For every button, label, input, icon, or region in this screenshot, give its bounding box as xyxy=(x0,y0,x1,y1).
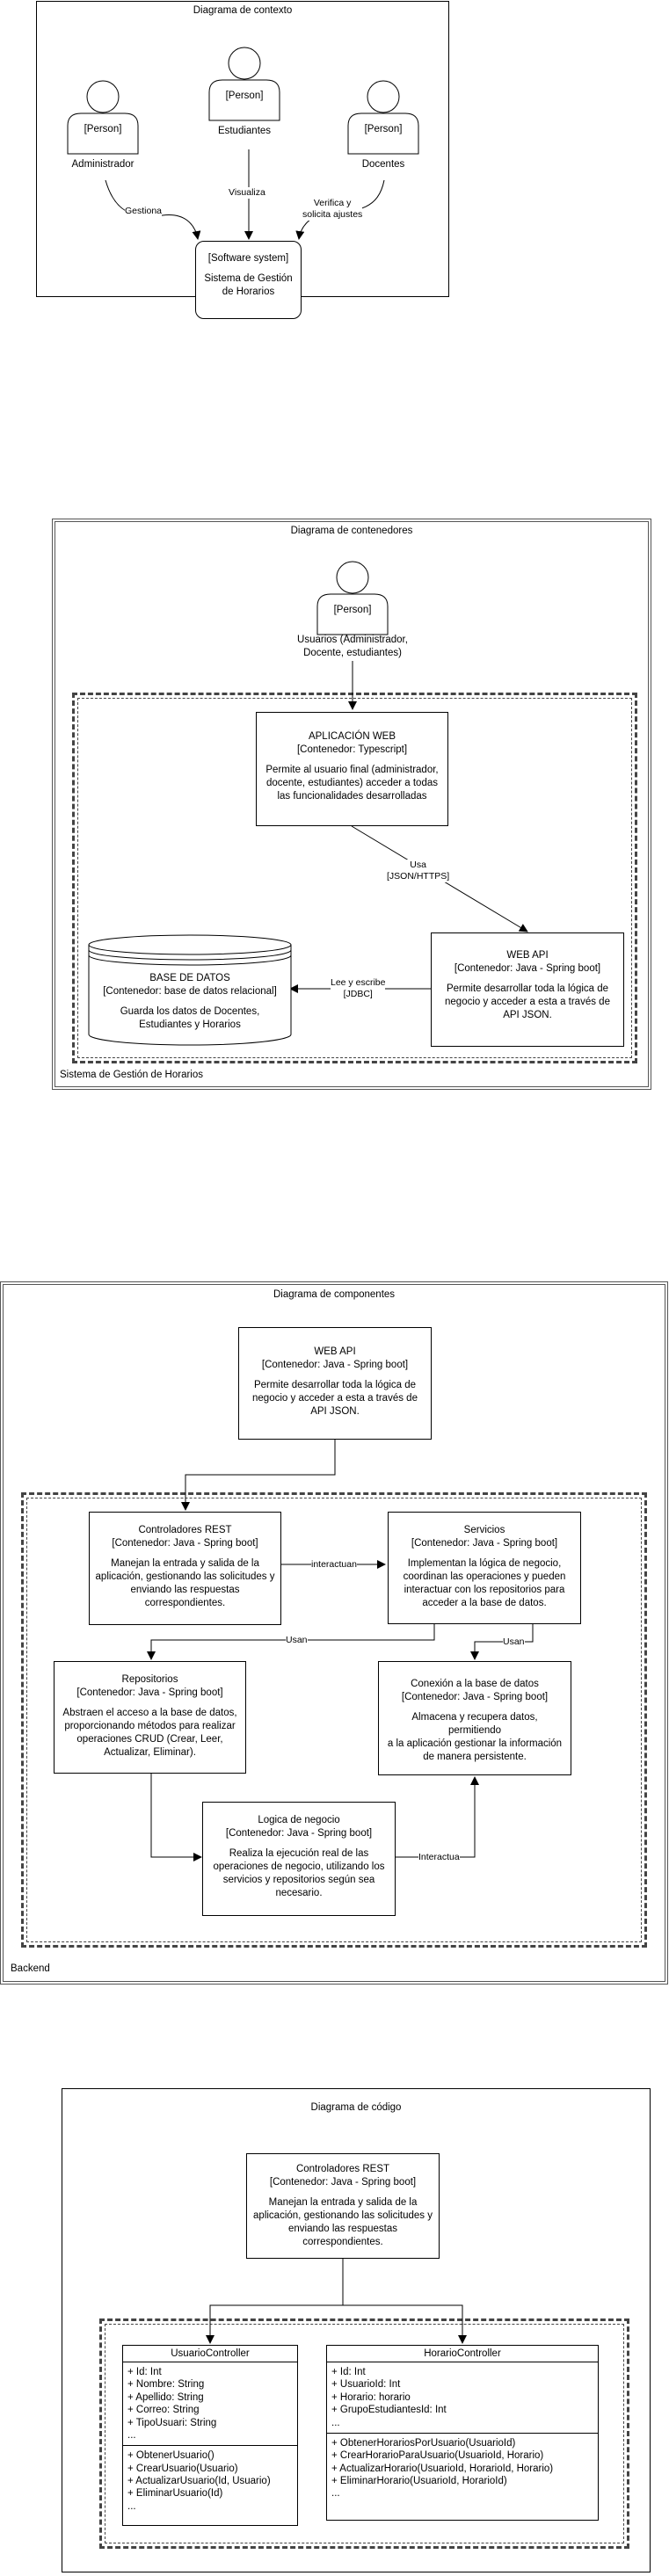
comp-business-logic-box: Logica de negocio [Contenedor: Java - Sp… xyxy=(202,1802,396,1916)
comp-rest-controllers-box: Controladores REST [Contenedor: Java - S… xyxy=(89,1512,281,1625)
software-system-box: [Software system] Sistema de Gestión de … xyxy=(195,241,302,319)
component-diagram-title: Diagrama de componentes xyxy=(273,1289,396,1300)
usuario-controller-title: UsuarioController xyxy=(123,2346,297,2362)
edge-readwrite-label: Lee y escribe [JDBC] xyxy=(331,977,386,1001)
system-boundary-label: Sistema de Gestión de Horarios xyxy=(60,1070,203,1080)
edge-rest-schedulectrl xyxy=(343,2304,467,2344)
edge-usan-label-1: Usan xyxy=(286,1635,308,1647)
edge-rest-userctrl xyxy=(206,2213,344,2344)
student-person-name: Estudiantes xyxy=(217,126,272,136)
webapi-container: WEB API [Contenedor: Java - Spring boot]… xyxy=(431,932,624,1047)
horario-controller-title: HorarioController xyxy=(327,2346,598,2362)
edge-webapi-rest xyxy=(181,1440,336,1511)
usuario-controller-fields: + Id: Int + Nombre: String + Apellido: S… xyxy=(127,2367,217,2441)
edge-repos-logic xyxy=(150,1774,202,1861)
edge-logic-dbconn xyxy=(396,1776,479,1858)
horario-controller-fields: + Id: Int + UsuarioId: Int + Horario: ho… xyxy=(331,2367,447,2428)
admin-person-icon xyxy=(67,80,139,155)
teacher-person-name: Docentes xyxy=(361,159,405,170)
database-container: BASE DE DATOS [Contenedor: base de datos… xyxy=(103,973,277,1030)
teacher-person-tag: [Person] xyxy=(364,124,403,134)
edge-interactua-label: Interactua xyxy=(418,1852,460,1864)
database-cylinder-icon xyxy=(88,934,292,1046)
backend-boundary-label: Backend xyxy=(11,1963,50,1974)
backend-boundary xyxy=(21,1492,647,1948)
edge-uses-label: Usa [JSON/HTTPS] xyxy=(387,860,450,883)
webapp-container: APLICACIÓN WEB [Contenedor: Typescript] … xyxy=(256,712,448,826)
users-person-icon xyxy=(316,561,389,635)
users-person-name: Usuarios (Administrador, Docente, estudi… xyxy=(297,635,408,658)
code-rest-controllers-box: Controladores REST [Contenedor: Java - S… xyxy=(246,2153,440,2259)
users-person-tag: [Person] xyxy=(333,605,372,615)
admin-person-tag: [Person] xyxy=(84,124,122,134)
horario-controller-methods: + ObtenerHorariosPorUsuario(UsuarioId) +… xyxy=(327,2432,598,2504)
usuario-controller-methods: + ObtenerUsuario() + CrearUsuario(Usuari… xyxy=(123,2445,297,2516)
edge-teacher-label: Verifica y solicita ajustes xyxy=(302,198,363,221)
edge-interactuan-label: interactuan xyxy=(311,1559,357,1571)
student-person-tag: [Person] xyxy=(225,91,264,101)
edge-admin-label: Gestiona xyxy=(125,206,163,218)
comp-dbconnection-box: Conexión a la base de datos [Contenedor:… xyxy=(378,1661,571,1775)
horario-controller-class: HorarioController + Id: Int + UsuarioId:… xyxy=(326,2345,599,2521)
comp-services-box: Servicios [Contenedor: Java - Spring boo… xyxy=(388,1512,581,1624)
comp-webapi-box: WEB API [Contenedor: Java - Spring boot]… xyxy=(238,1327,432,1440)
teacher-person-icon xyxy=(347,80,419,155)
context-diagram-title: Diagrama de contexto xyxy=(193,5,293,16)
usuario-controller-class: UsuarioController + Id: Int + Nombre: St… xyxy=(122,2345,298,2526)
code-boundary xyxy=(99,2318,629,2549)
code-diagram-title: Diagrama de código xyxy=(310,2102,402,2113)
comp-repositories-box: Repositorios [Contenedor: Java - Spring … xyxy=(54,1661,246,1774)
student-person-icon xyxy=(208,47,280,121)
edge-admin-system xyxy=(105,179,201,240)
system-boundary xyxy=(72,693,637,1063)
admin-person-name: Administrador xyxy=(71,159,135,170)
container-diagram-title: Diagrama de contenedores xyxy=(290,526,413,536)
edge-usan-label-2: Usan xyxy=(503,1636,525,1649)
edge-student-label: Visualiza xyxy=(229,187,265,200)
